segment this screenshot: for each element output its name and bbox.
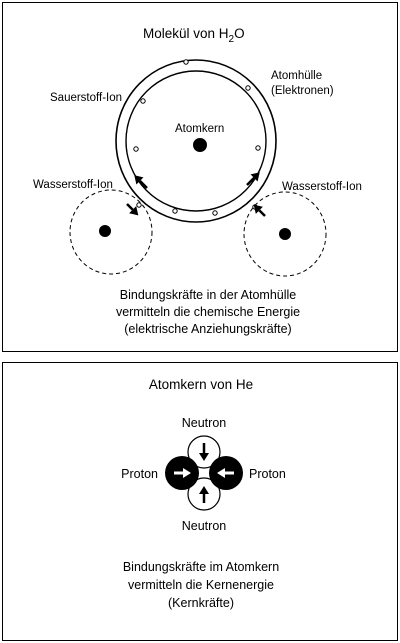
water-caption-line: vermitteln die chemische Energie [116,305,300,319]
water-title: Molekül von H2O [143,26,245,45]
arrow-icon [134,175,148,189]
electron [255,145,261,151]
outer-electron-shell [115,59,277,223]
hydrogen-shell-left [69,189,153,275]
label-oxygen-ion: Sauerstoff-Ion [50,92,122,104]
electron [172,208,178,214]
hydrogen-nucleus-right [279,228,291,240]
arrow-down-icon [199,443,209,461]
helium-caption-line: (Kernkräfte) [168,596,234,610]
arrow-left-icon [217,468,234,478]
helium-caption-line: Bindungskräfte im Atomkern [123,560,279,574]
oxygen-nucleus [193,138,207,152]
water-molecule-diagram: Molekül von H2O [33,26,362,336]
bonding-arrows [126,172,266,217]
hydrogen-shell-right [243,191,327,277]
helium-caption-line: vermitteln die Kernenergie [128,578,274,592]
electron [212,210,218,216]
label-electrons: (Elektronen) [271,85,334,97]
water-molecule-panel: Molekül von H2O [2,2,398,352]
label-hydrogen-ion-left: Wasserstoff-Ion [33,179,113,191]
label-electron-shell: Atomhülle [271,70,322,82]
label-proton-right: Proton [249,467,286,481]
arrow-icon [126,203,139,216]
helium-title: Atomkern von He [149,377,253,392]
label-nucleus: Atomkern [175,123,224,135]
arrow-up-icon [199,486,209,503]
electron [183,59,189,65]
helium-nucleus-diagram: Atomkern von He Neutron Neutron Proton P… [121,377,286,610]
electron [245,85,251,91]
electron [133,146,139,152]
inner-electron-shell [125,70,267,212]
arrow-right-icon [174,468,191,478]
label-proton-left: Proton [121,467,158,481]
water-caption-line: (elektrische Anziehungskräfte) [124,322,291,336]
electron [136,202,142,208]
hydrogen-nucleus-left [99,225,111,237]
arrow-icon [246,172,260,186]
water-caption-line: Bindungskräfte in der Atomhülle [120,288,297,302]
electron [140,98,146,104]
electrons [133,59,261,216]
arrow-icon [253,204,266,217]
label-neutron-top: Neutron [182,416,227,430]
label-hydrogen-ion-right: Wasserstoff-Ion [282,181,362,193]
label-neutron-bottom: Neutron [182,519,227,533]
helium-nucleus-panel: Atomkern von He Neutron Neutron Proton P… [2,362,398,641]
